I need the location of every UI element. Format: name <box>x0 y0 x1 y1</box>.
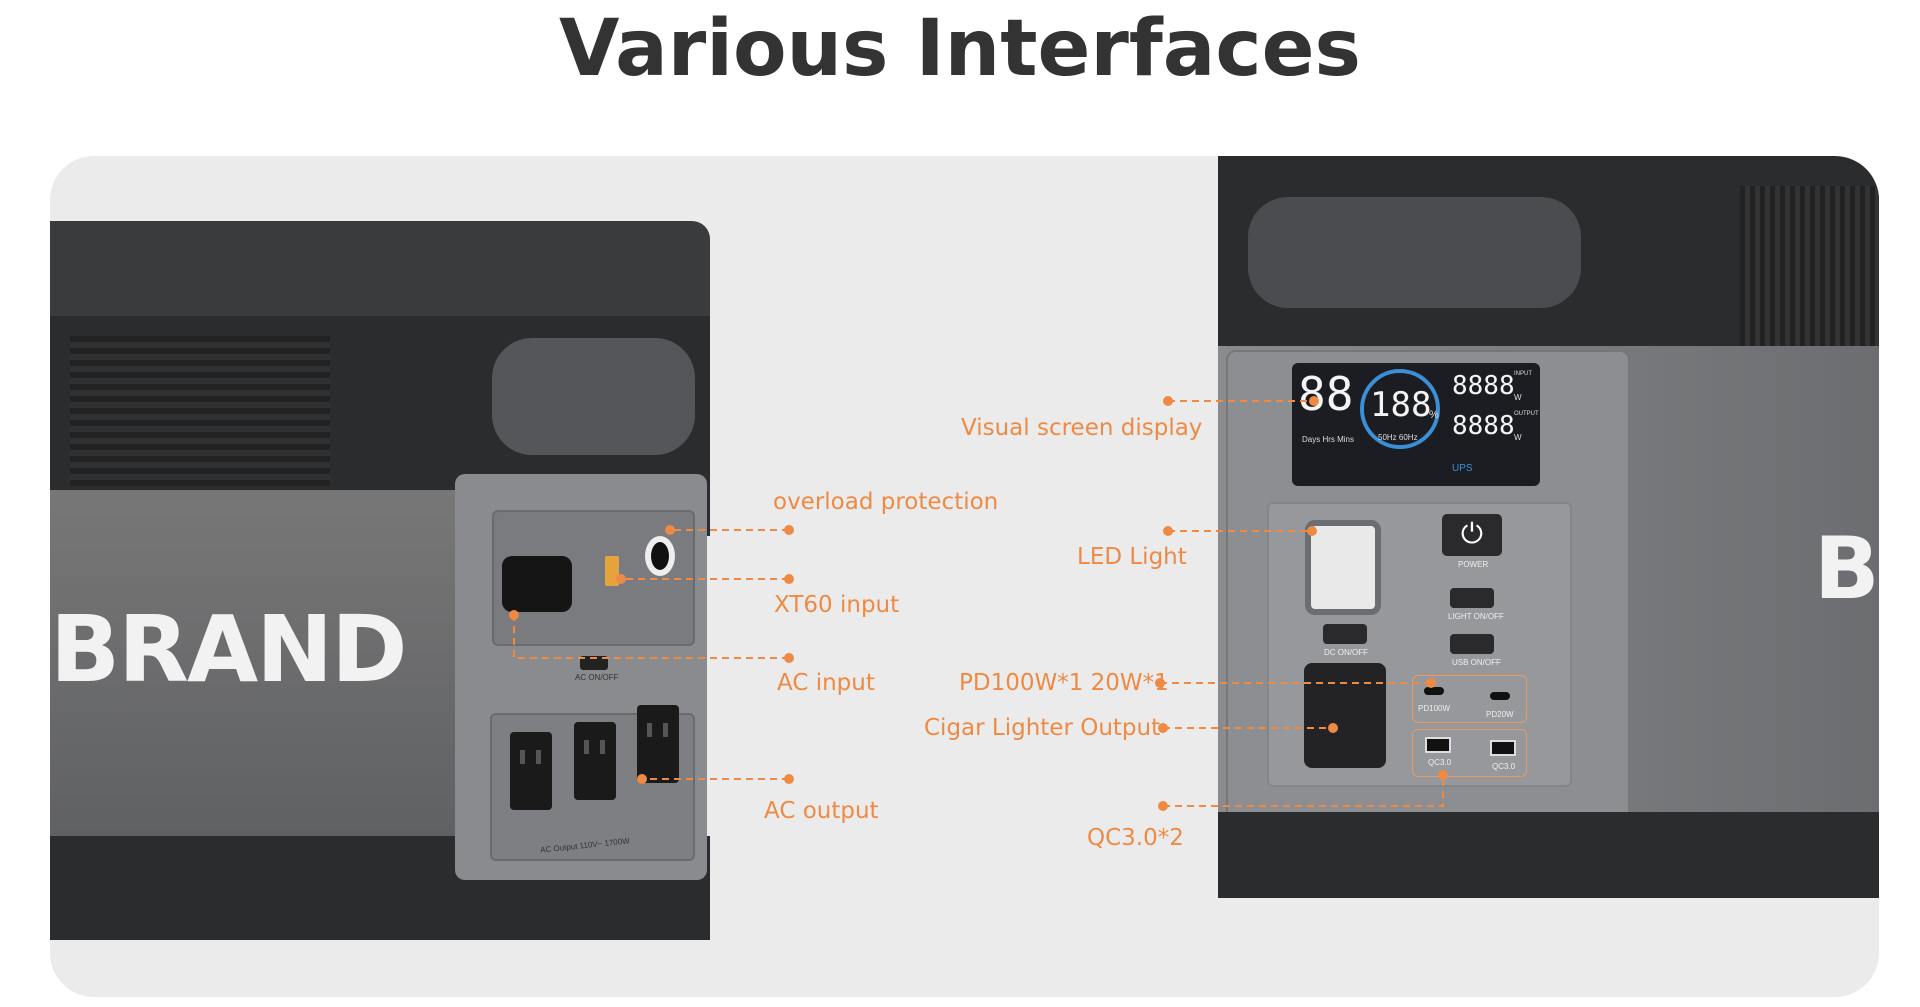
output-label: OUTPUT <box>1514 411 1539 417</box>
qc-label: QC3.0 <box>1492 762 1516 771</box>
left-side-body <box>50 490 470 850</box>
left-handle <box>492 338 695 455</box>
usb-c-port <box>1424 687 1444 695</box>
ac-switch-label: AC ON/OFF <box>575 673 619 682</box>
pd20-label: PD20W <box>1486 710 1514 719</box>
cigar-lighter-port <box>1304 663 1386 768</box>
left-lid <box>50 221 710 321</box>
page-title: Various Interfaces <box>559 4 1361 94</box>
callout-visual-screen: Visual screen display <box>961 415 1203 441</box>
qc-label: QC3.0 <box>1428 758 1452 767</box>
usb-a-group <box>1412 729 1527 777</box>
callout-led-light: LED Light <box>1077 544 1187 570</box>
xt60-port <box>605 556 619 586</box>
right-brand-logo: BR <box>1814 519 1879 619</box>
light-label: LIGHT ON/OFF <box>1448 612 1504 621</box>
usb-label: USB ON/OFF <box>1452 658 1501 667</box>
battery-ring <box>1360 369 1440 449</box>
input-label: INPUT <box>1514 371 1532 377</box>
callout-lines <box>509 396 1448 811</box>
usb-a-port <box>1490 740 1516 756</box>
product-card: BRAND AC ON/OFF AC Output 110V~ 1700W BR… <box>50 156 1879 997</box>
right-handle <box>1248 197 1581 308</box>
right-base <box>1218 812 1879 898</box>
output-unit: W <box>1514 433 1522 442</box>
callout-xt60-input: XT60 input <box>774 592 900 618</box>
ac-outlet <box>510 732 552 810</box>
usb-button[interactable] <box>1450 634 1494 654</box>
power-button[interactable]: ⏻ <box>1442 514 1502 556</box>
light-button[interactable] <box>1450 588 1494 608</box>
callout-ac-input: AC input <box>777 670 875 696</box>
battery-percent-digits: 188 <box>1370 385 1432 425</box>
left-vent <box>70 336 330 486</box>
led-light <box>1305 520 1381 615</box>
usb-a-port <box>1425 737 1451 753</box>
right-vent <box>1740 186 1879 356</box>
right-device: BR 88 Days Hrs Mins 188 % 50Hz 60Hz 8888… <box>50 156 1879 997</box>
input-unit: W <box>1514 393 1522 402</box>
dc-button[interactable] <box>1323 624 1367 644</box>
lcd-time-digits: 88 <box>1298 367 1354 421</box>
input-watts: 8888 <box>1452 371 1515 401</box>
ac-switch <box>580 656 608 670</box>
lcd-time-caption: Days Hrs Mins <box>1302 435 1355 444</box>
left-brand-logo: BRAND <box>50 596 408 703</box>
usb-c-group <box>1412 675 1527 723</box>
usb-c-port <box>1490 692 1510 700</box>
callout-pd-ports: PD100W*1 20W*1 <box>959 670 1169 696</box>
lcd-frequency: 50Hz 60Hz <box>1378 433 1418 442</box>
callout-cigar-lighter: Cigar Lighter Output <box>924 715 1161 741</box>
output-watts: 8888 <box>1452 411 1515 441</box>
power-label: POWER <box>1458 560 1489 569</box>
callout-qc-ports: QC3.0*2 <box>1087 825 1184 851</box>
dc-label: DC ON/OFF <box>1324 648 1368 657</box>
overload-breaker <box>645 536 675 576</box>
lcd-screen: 88 Days Hrs Mins 188 % 50Hz 60Hz 8888 IN… <box>1292 363 1540 486</box>
ups-indicator: UPS <box>1452 463 1473 474</box>
ac-outlet <box>574 722 616 800</box>
pd100-label: PD100W <box>1418 704 1451 713</box>
ac-outlet <box>637 705 679 783</box>
percent-sign: % <box>1429 409 1439 421</box>
callout-overload-protection: overload protection <box>773 489 999 515</box>
ac-input-port <box>502 556 572 612</box>
callout-ac-output: AC output <box>764 798 879 824</box>
left-device: BRAND AC ON/OFF AC Output 110V~ 1700W <box>50 156 1879 997</box>
